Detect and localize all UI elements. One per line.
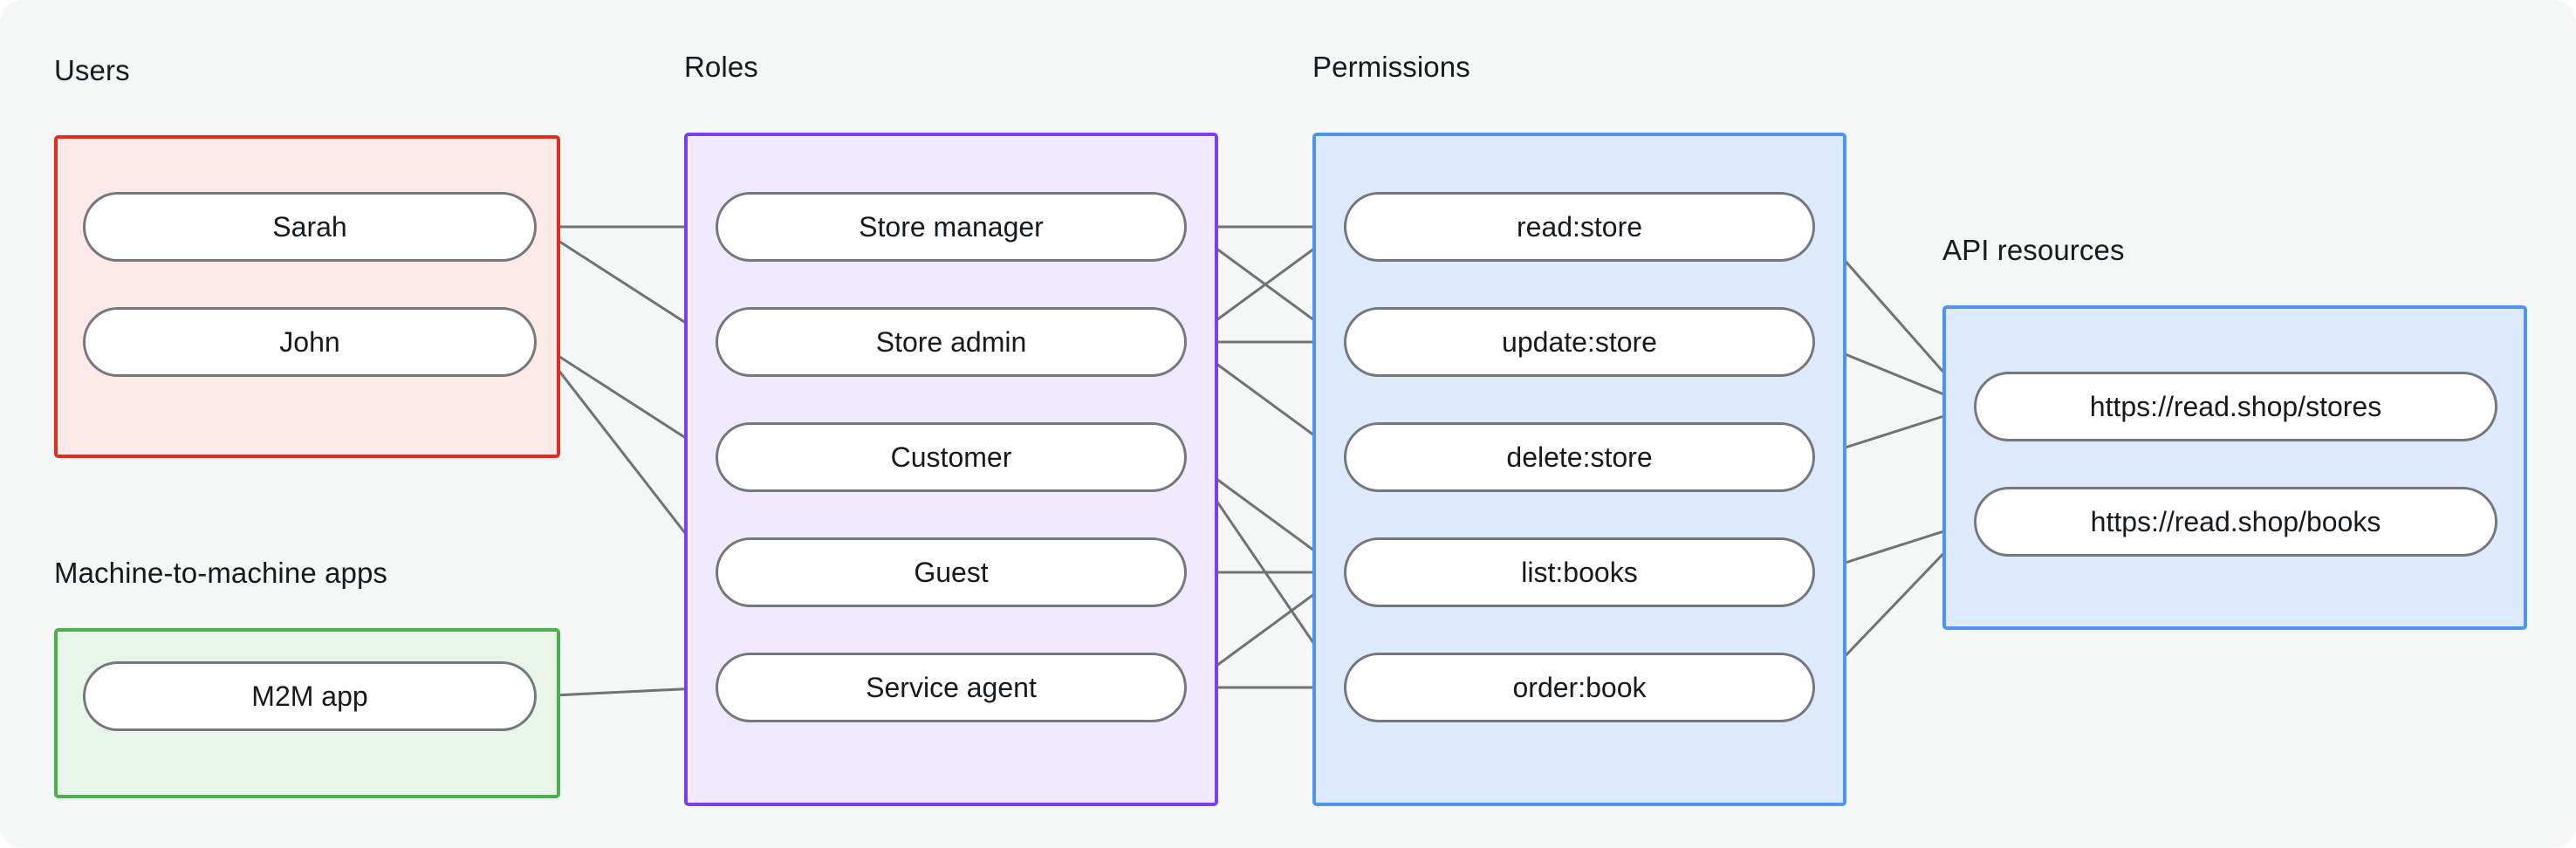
node-john[interactable]: John <box>83 307 537 377</box>
node-service-agent[interactable]: Service agent <box>716 653 1187 722</box>
group-label-api: API resources <box>1942 234 2125 266</box>
node-res-books[interactable]: https://read.shop/books <box>1974 487 2497 557</box>
group-box-users <box>54 135 560 458</box>
node-update-store[interactable]: update:store <box>1344 307 1815 377</box>
node-delete-store[interactable]: delete:store <box>1344 422 1815 492</box>
node-read-store[interactable]: read:store <box>1344 192 1815 262</box>
node-m2mapp[interactable]: M2M app <box>83 661 537 731</box>
node-res-stores[interactable]: https://read.shop/stores <box>1974 372 2497 441</box>
group-box-api <box>1942 305 2527 630</box>
node-store-admin[interactable]: Store admin <box>716 307 1187 377</box>
node-guest[interactable]: Guest <box>716 537 1187 607</box>
group-label-permissions: Permissions <box>1312 51 1470 83</box>
group-label-m2m: Machine-to-machine apps <box>54 557 387 589</box>
node-store-manager[interactable]: Store manager <box>716 192 1187 262</box>
node-sarah[interactable]: Sarah <box>83 192 537 262</box>
node-customer[interactable]: Customer <box>716 422 1187 492</box>
group-label-users: Users <box>54 54 130 86</box>
node-order-book[interactable]: order:book <box>1344 653 1815 722</box>
group-label-roles: Roles <box>684 51 758 83</box>
node-list-books[interactable]: list:books <box>1344 537 1815 607</box>
